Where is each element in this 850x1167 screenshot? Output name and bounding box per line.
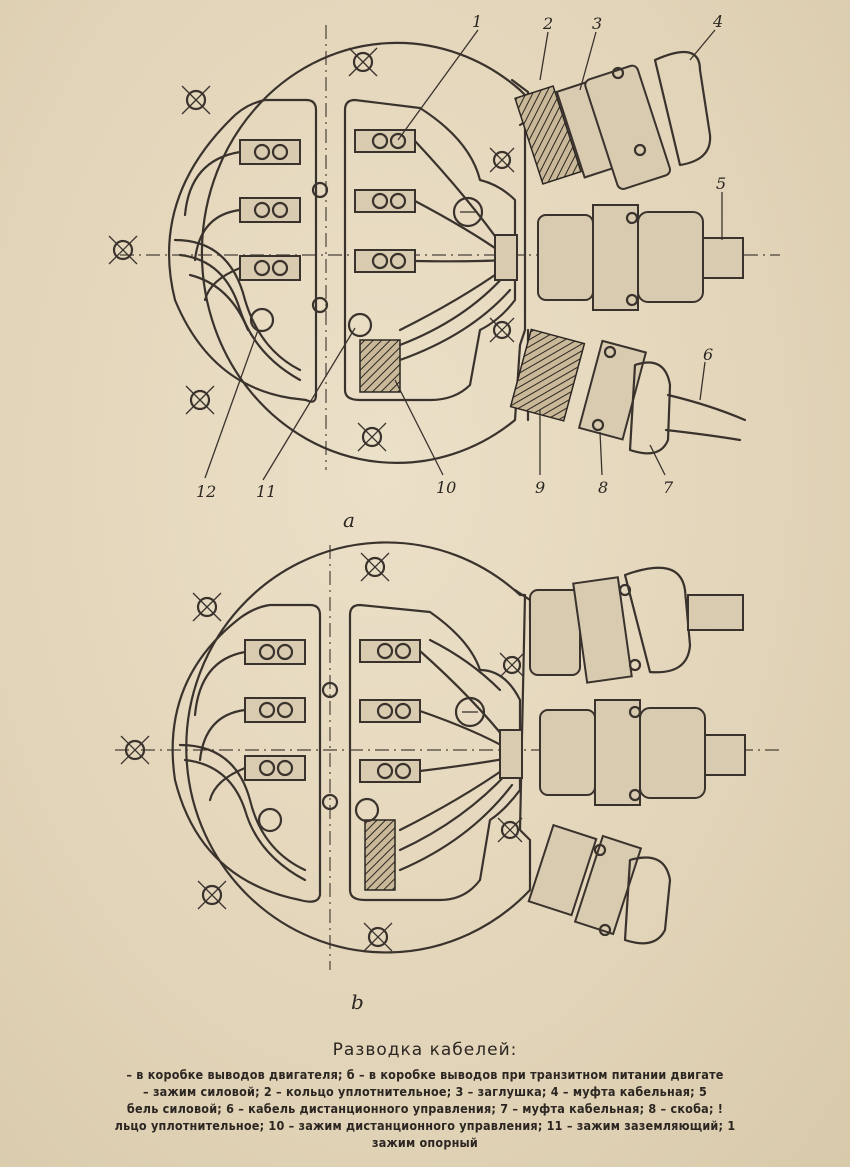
callout-4: 4 <box>713 12 724 31</box>
view-label-a: a <box>343 508 355 532</box>
callout-leaders-a <box>204 29 723 481</box>
support-clamp-12-a <box>249 307 275 333</box>
callout-2: 2 <box>543 14 554 33</box>
housing-bolts-b <box>120 552 525 952</box>
callout-9: 9 <box>535 478 546 497</box>
cables-left-a <box>173 150 302 382</box>
power-terminals-right-a <box>354 129 484 273</box>
view-label-b: b <box>351 990 364 1014</box>
remote-control-clamp-10-a <box>359 339 401 393</box>
cable-entry-a <box>494 234 518 281</box>
caption-title: Разводка кабелей: <box>332 1040 518 1060</box>
callout-7: 7 <box>663 478 674 497</box>
power-terminals-a <box>239 139 301 333</box>
housing-bolts-a <box>108 47 515 452</box>
figure-caption: Разводка кабелей: – в коробке выводов дв… <box>0 1040 850 1151</box>
terminal-box-housing-b <box>185 541 532 954</box>
caption-line-3: бель силовой; 6 – кабель дистанционного … <box>126 1101 724 1116</box>
diagram-b-drawing <box>115 541 780 970</box>
callout-10: 10 <box>436 478 457 497</box>
cables-left-b <box>178 650 307 882</box>
callout-3: 3 <box>592 14 603 33</box>
cable-entry-b <box>499 729 523 779</box>
right-chamber-b <box>348 603 522 902</box>
diagram-a-drawing <box>108 25 780 481</box>
terminal-box-housing-a <box>200 41 527 464</box>
seal-ring-2-a <box>514 85 582 185</box>
bottom-gland-b <box>527 823 672 945</box>
callout-11: 11 <box>256 482 277 501</box>
callout-6: 6 <box>703 345 714 364</box>
caption-line-1: – в коробке выводов двигателя; б – в кор… <box>126 1067 724 1082</box>
caption-line-5: зажим опорный <box>372 1135 478 1150</box>
top-gland-b <box>529 566 744 684</box>
left-chamber-b <box>171 603 322 903</box>
callout-5: 5 <box>716 174 727 193</box>
callout-1: 1 <box>472 12 483 31</box>
middle-gland-b <box>539 699 746 806</box>
cable-coupling-7-a <box>628 361 672 455</box>
power-cable-5-a <box>702 237 744 279</box>
power-terminals-right-b <box>359 639 486 783</box>
callout-8: 8 <box>598 478 609 497</box>
callout-12: 12 <box>196 482 217 501</box>
caption-line-2: – зажим силовой; 2 – кольцо уплотнительн… <box>143 1084 707 1099</box>
caption-line-4: льцо уплотнительное; 10 – зажим дистанци… <box>114 1118 736 1133</box>
cable-coupling-4-a <box>653 50 712 167</box>
remote-control-clamp-b <box>364 819 396 891</box>
bottom-gland-a <box>509 328 747 455</box>
control-cable-6-a <box>666 393 747 422</box>
power-terminals-b <box>244 639 306 833</box>
ground-terminal-a <box>452 196 484 228</box>
top-gland-a <box>514 50 712 190</box>
seal-ring-9-a <box>509 328 586 422</box>
left-chamber-a <box>168 98 318 403</box>
middle-gland-a <box>537 204 744 311</box>
cables-right-b <box>398 638 514 872</box>
